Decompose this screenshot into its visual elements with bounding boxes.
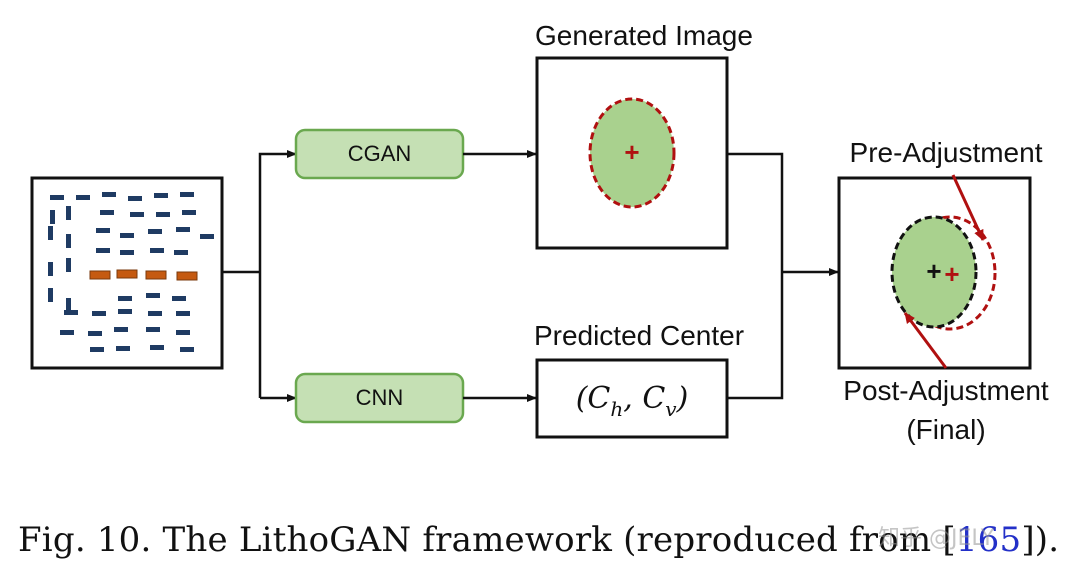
generated-contour bbox=[588, 97, 676, 209]
layout-bar-blue bbox=[154, 193, 168, 198]
layout-bar-blue bbox=[50, 210, 55, 224]
layout-bar-target bbox=[89, 270, 111, 280]
layout-bar-blue bbox=[120, 250, 134, 255]
layout-bar-target bbox=[116, 269, 138, 279]
layout-bar-blue bbox=[180, 192, 194, 197]
layout-bar-blue bbox=[116, 346, 130, 351]
layout-bar-blue bbox=[130, 212, 144, 217]
watermark: 知乎 @JELY bbox=[878, 526, 995, 551]
layout-bar-blue bbox=[172, 296, 186, 301]
layout-bar-blue bbox=[60, 330, 74, 335]
layout-bar-blue bbox=[148, 311, 162, 316]
layout-bar-blue bbox=[48, 226, 53, 240]
layout-bar-blue bbox=[156, 212, 170, 217]
post-adjustment-pointer bbox=[903, 312, 948, 369]
layout-bar-blue bbox=[176, 330, 190, 335]
layout-bar-blue bbox=[50, 195, 64, 200]
layout-bar-blue bbox=[64, 310, 78, 315]
layout-bar-blue bbox=[102, 192, 116, 197]
layout-bar-blue bbox=[146, 327, 160, 332]
layout-bar-blue bbox=[48, 262, 53, 276]
pre-adjustment-pointer bbox=[951, 174, 985, 241]
layout-bar-blue bbox=[118, 309, 132, 314]
layout-bar-blue bbox=[114, 327, 128, 332]
layout-bar-blue bbox=[66, 258, 71, 272]
layout-bar-blue bbox=[180, 347, 194, 352]
layout-bar-blue bbox=[118, 296, 132, 301]
caption-suffix: ]). bbox=[1021, 520, 1060, 560]
layout-bar-blue bbox=[48, 288, 53, 302]
cgan-label: CGAN bbox=[348, 141, 412, 166]
layout-bar-blue bbox=[100, 210, 114, 215]
predicted-center-title: Predicted Center bbox=[534, 320, 744, 351]
post-adjustment-contour bbox=[890, 215, 978, 329]
layout-bar-blue bbox=[90, 347, 104, 352]
layout-bar-blue bbox=[182, 210, 196, 215]
generated-center-plus: + bbox=[624, 137, 639, 167]
layout-bars bbox=[48, 192, 214, 352]
layout-bar-blue bbox=[96, 248, 110, 253]
pre-center-plus: + bbox=[944, 259, 959, 289]
layout-bar-blue bbox=[96, 228, 110, 233]
arrow-to-cgan bbox=[258, 150, 297, 398]
layout-bar-blue bbox=[120, 233, 134, 238]
layout-bar-blue bbox=[200, 234, 214, 239]
caption-reference-link[interactable]: 165 bbox=[955, 520, 1022, 560]
caption-prefix: Fig. 10. The LithoGAN framework (reprodu… bbox=[18, 520, 956, 560]
layout-bar-blue bbox=[150, 345, 164, 350]
figure-caption: Fig. 10. The LithoGAN framework (reprodu… bbox=[18, 520, 1059, 560]
generated-image-title: Generated Image bbox=[535, 20, 753, 51]
layout-bar-blue bbox=[146, 293, 160, 298]
layout-bar-target bbox=[145, 270, 167, 280]
layout-bar-blue bbox=[148, 229, 162, 234]
layout-bar-blue bbox=[66, 234, 71, 248]
center-coordinates: (Ch, Cv) bbox=[576, 381, 689, 421]
layout-bar-blue bbox=[66, 298, 71, 312]
merge-connector bbox=[727, 152, 784, 400]
layout-bar-blue bbox=[174, 250, 188, 255]
layout-bar-blue bbox=[92, 311, 106, 316]
final-label: (Final) bbox=[906, 414, 985, 445]
layout-bar-blue bbox=[150, 248, 164, 253]
layout-bar-blue bbox=[176, 227, 190, 232]
layout-bar-blue bbox=[76, 195, 90, 200]
layout-bar-blue bbox=[176, 311, 190, 316]
post-adjustment-label: Post-Adjustment bbox=[843, 375, 1049, 406]
layout-bar-blue bbox=[128, 196, 142, 201]
layout-bar-blue bbox=[66, 206, 71, 220]
layout-bar-blue bbox=[88, 331, 102, 336]
final-center-plus: + bbox=[926, 256, 941, 286]
layout-bar-target bbox=[176, 271, 198, 281]
cnn-label: CNN bbox=[356, 385, 404, 410]
pre-adjustment-label: Pre-Adjustment bbox=[850, 137, 1043, 168]
